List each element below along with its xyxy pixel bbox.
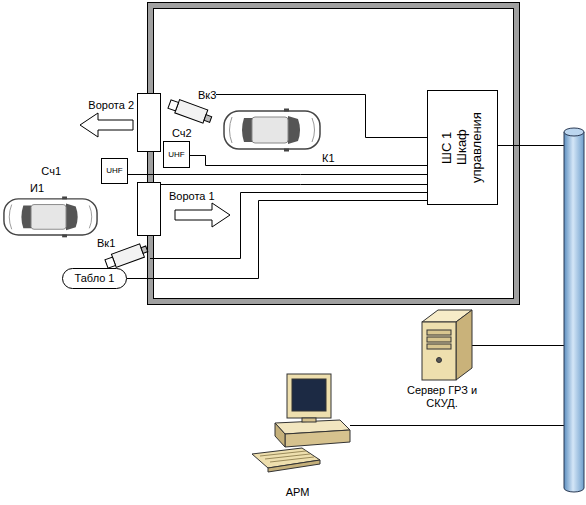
server-symbol	[427, 344, 451, 349]
direction-arrow	[175, 203, 230, 227]
direction-arrow	[80, 113, 133, 137]
server-symbol	[422, 310, 472, 380]
workstation-symbol	[302, 418, 316, 422]
workstation-symbol	[287, 374, 331, 418]
workstation-label: АРМ	[240, 486, 355, 499]
signal-wire	[216, 95, 427, 138]
server-symbol	[456, 310, 472, 380]
camera-label: Вк3	[198, 89, 216, 102]
network-bus	[564, 128, 584, 136]
cabinet-name: ШС 1	[440, 96, 455, 199]
camera-symbol	[105, 257, 116, 268]
building	[154, 9, 514, 299]
reader-label: Сч2	[172, 127, 192, 140]
signal-wire	[150, 193, 427, 259]
camera-symbol	[168, 100, 179, 111]
network-wire	[498, 145, 565, 146]
network-bus	[584, 132, 585, 488]
gate-label: Ворота 2	[88, 99, 134, 112]
gate: Ворота 1	[137, 182, 161, 236]
uhf-reader: Сч1UHF	[101, 158, 128, 184]
reader-label: Сч1	[41, 165, 61, 178]
camera-label: Вк1	[97, 237, 115, 250]
workstation-shape	[240, 368, 355, 502]
server-symbol	[437, 358, 442, 363]
reader-type: UHF	[168, 150, 184, 160]
cabinet-title: Шкаф управления	[455, 96, 485, 199]
workstation-symbol	[292, 379, 326, 411]
server-symbol	[427, 337, 451, 342]
workstation: АРМ	[240, 368, 355, 502]
camera: Вк1	[95, 236, 150, 268]
signal-wire	[128, 174, 427, 175]
signal-wire	[127, 201, 427, 279]
car	[224, 109, 320, 152]
gate-label: Ворота 1	[169, 190, 215, 203]
network-bus	[564, 132, 565, 488]
network-wire	[472, 345, 565, 346]
server: Сервер ГРЗ и СКУД.	[392, 308, 492, 408]
building	[148, 3, 520, 305]
server-label: Сервер ГРЗ и СКУД.	[392, 384, 492, 410]
car-label: К1	[322, 152, 335, 165]
text-wrap: ШС 1Шкаф управления	[440, 96, 485, 199]
uhf-reader: Сч2UHF	[163, 141, 190, 168]
car	[4, 109, 320, 238]
camera-symbol	[204, 115, 212, 123]
workstation-symbol	[275, 423, 285, 447]
car-label: И1	[30, 182, 44, 195]
server-symbol	[422, 322, 456, 380]
server-symbol	[427, 330, 451, 335]
display-board: Табло 1	[62, 268, 127, 289]
control-cabinet: ШС 1Шкаф управления	[427, 90, 498, 205]
workstation-symbol	[270, 457, 314, 462]
camera-symbol	[175, 100, 208, 123]
signal-wire	[161, 184, 427, 185]
signal-wire	[190, 156, 427, 166]
camera-symbol	[141, 246, 148, 253]
car	[4, 196, 97, 237]
camera-symbol	[111, 244, 144, 267]
board-label: Табло 1	[75, 272, 115, 285]
network-wire	[350, 425, 565, 426]
workstation-symbol	[252, 374, 350, 472]
network-bus	[564, 488, 584, 492]
building	[148, 3, 520, 305]
reader-type: UHF	[106, 166, 122, 176]
network-bus	[564, 128, 584, 492]
gate: Ворота 2	[137, 93, 161, 152]
camera: Вк3	[160, 90, 216, 124]
camera-symbol	[167, 97, 213, 125]
network-bus	[564, 132, 584, 488]
workstation-symbol	[285, 430, 350, 447]
